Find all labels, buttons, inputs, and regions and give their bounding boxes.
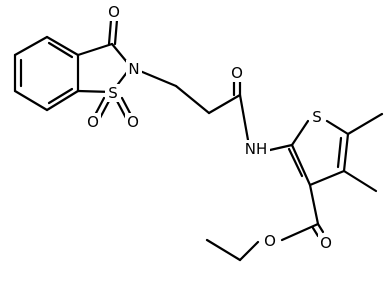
bond (138, 69, 178, 88)
svg-text:NH: NH (245, 140, 268, 158)
svg-text:S: S (108, 84, 118, 102)
nitrogen-ring: N (126, 60, 142, 78)
bond (47, 87, 74, 105)
bond (346, 112, 384, 136)
bond (325, 119, 350, 136)
svg-text:O: O (320, 234, 332, 252)
bond (174, 84, 211, 115)
bond (107, 18, 113, 46)
oxygen-ester-ether: O (262, 232, 278, 250)
svg-text:N: N (128, 60, 139, 78)
sulfur-ring: S (105, 84, 121, 102)
bond (290, 143, 312, 187)
sulfur-thiophene: S (309, 108, 325, 126)
bonds (13, 18, 384, 262)
svg-text:O: O (264, 232, 276, 250)
bond (45, 89, 80, 112)
bond (311, 226, 320, 238)
bond (268, 143, 294, 152)
oxygen-amide: O (229, 64, 245, 82)
bond (308, 169, 346, 187)
bond (287, 147, 304, 178)
bond (98, 99, 111, 120)
bond (205, 238, 242, 262)
bond (115, 99, 128, 120)
svg-text:O: O (127, 113, 139, 131)
bond (308, 183, 320, 226)
svg-text:O: O (108, 3, 120, 21)
nh-amide: NH (242, 140, 270, 158)
bond (13, 35, 49, 57)
bond (207, 93, 242, 115)
bond (113, 18, 119, 46)
bond (280, 222, 320, 242)
bond (76, 42, 114, 57)
bond (316, 222, 325, 234)
svg-text:O: O (87, 113, 99, 131)
oxygen-sulfonyl-left: O (85, 113, 101, 131)
bond (238, 240, 260, 262)
bond (120, 96, 133, 117)
bond (238, 93, 250, 142)
oxygen-ester-carbonyl: O (318, 234, 334, 252)
svg-text:S: S (312, 108, 322, 126)
bond (336, 136, 343, 169)
bond (13, 89, 49, 112)
bond (342, 132, 350, 173)
oxygen-sulfonyl-right: O (125, 113, 141, 131)
bond (47, 41, 74, 59)
svg-text:O: O (231, 64, 243, 82)
atom-labels: O N S O O O NH S (85, 3, 334, 252)
bond (342, 169, 378, 193)
bond (93, 96, 106, 117)
bond (290, 119, 310, 147)
oxygen-carbonyl-top: O (106, 3, 122, 21)
bond (45, 35, 80, 57)
